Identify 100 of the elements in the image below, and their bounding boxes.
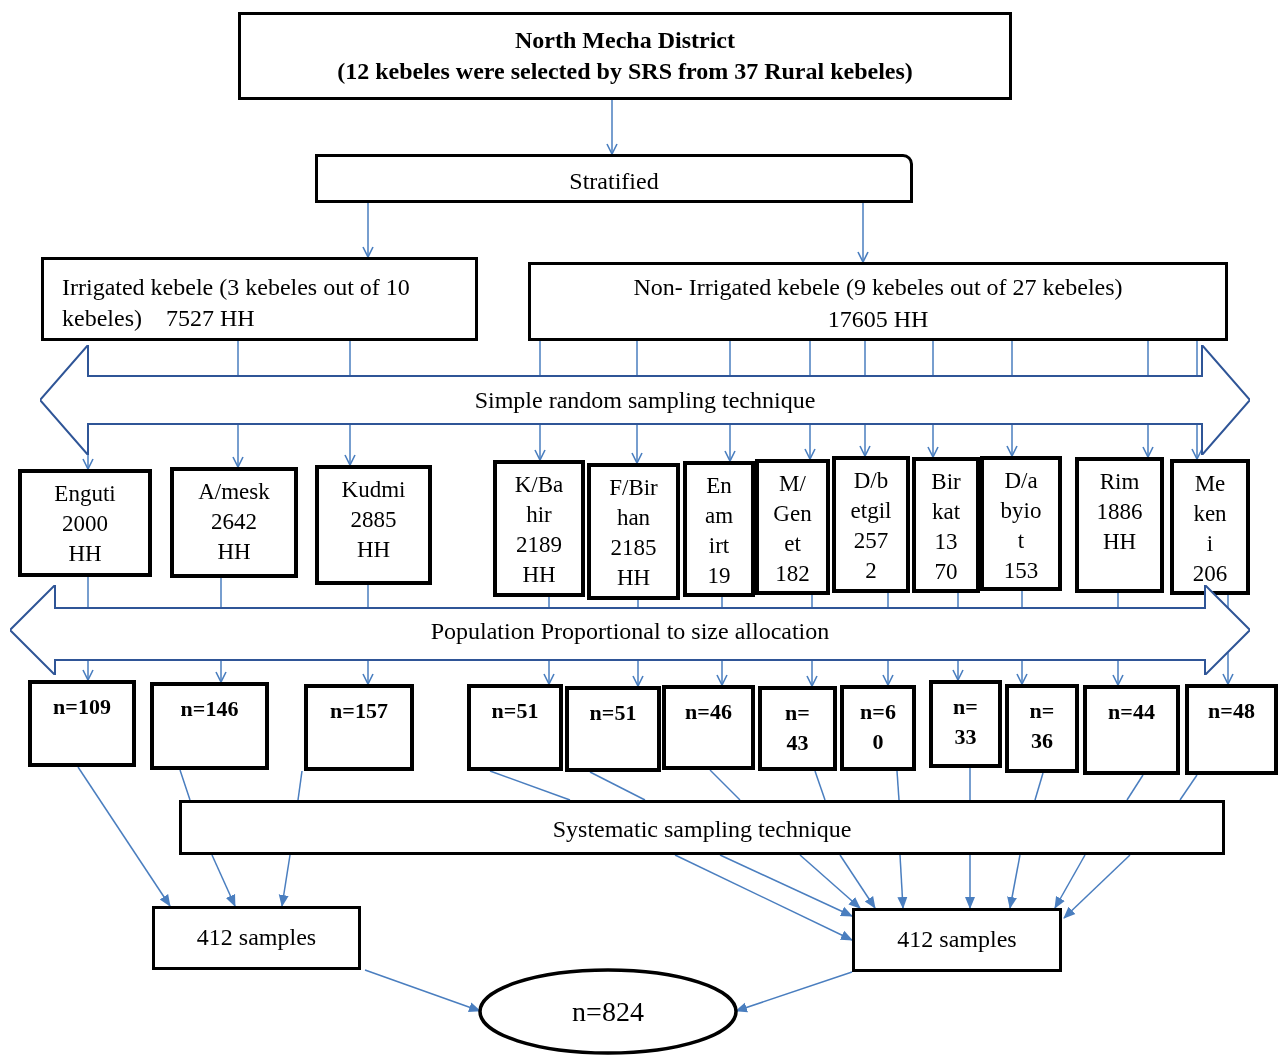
- node-label: n=51: [491, 697, 539, 725]
- node-label: Me ken i 206: [1192, 470, 1228, 588]
- sample-size-box: [929, 680, 1002, 768]
- arrow: [82, 659, 94, 681]
- arrow: [362, 659, 374, 685]
- node-label: Non- Irrigated kebele (9 kebeles out of 27 kebeles) 17605 HH: [632, 273, 1124, 334]
- node-label: n=46: [685, 698, 732, 726]
- node-label: n= 43: [785, 699, 810, 757]
- connector-line: [957, 592, 959, 609]
- node-label: n= 36: [1029, 697, 1055, 755]
- arrow: [952, 659, 964, 681]
- title-text: (12 kebeles were selected by SRS from 37 Rural kebeles): [337, 57, 913, 86]
- arrow: [965, 854, 975, 909]
- arrow: [1191, 423, 1203, 460]
- node-label: n=6 0: [860, 698, 896, 756]
- arrow: [719, 854, 853, 917]
- node-label: K/Ba hir 2189 HH: [514, 471, 564, 589]
- arrow: [1007, 854, 1021, 909]
- connector-line: [896, 770, 900, 801]
- node-label: n=824: [572, 996, 644, 1027]
- kebele-box: [170, 467, 298, 578]
- connector-line: [721, 596, 723, 609]
- arrow: [839, 854, 876, 909]
- process-box: [179, 800, 1225, 855]
- arrow: [632, 659, 644, 687]
- kebele-box: [683, 461, 755, 597]
- connector-line: [367, 584, 369, 609]
- arrow: [735, 971, 853, 1013]
- connector-line: [1147, 340, 1149, 377]
- node-label: n=48: [1208, 697, 1255, 725]
- kebele-box: [18, 469, 152, 577]
- kebele-box: [587, 463, 680, 600]
- connector-line: [814, 770, 826, 801]
- arrow: [859, 423, 871, 457]
- kebele-box: [493, 460, 585, 597]
- connector-line: [1196, 340, 1198, 377]
- arrow: [344, 423, 356, 466]
- arrow: [716, 659, 728, 686]
- sample-size-box: [28, 680, 136, 767]
- node-label: n=51: [589, 699, 637, 727]
- arrow: [82, 454, 94, 470]
- arrow: [631, 423, 643, 464]
- double-arrow-band: [40, 345, 1250, 455]
- connector-line: [589, 771, 646, 801]
- connector-line: [548, 596, 550, 609]
- node-label: En am irt 19: [704, 472, 734, 590]
- sample-size-box: [840, 685, 916, 771]
- connector-line: [237, 340, 239, 377]
- arrow: [857, 202, 869, 263]
- node-label: Bir kat 13 70: [931, 468, 961, 586]
- kebele-box: [912, 457, 980, 593]
- connector-line: [1227, 594, 1229, 609]
- connector-line: [1126, 774, 1144, 801]
- connector-line: [87, 576, 89, 609]
- node-label: D/a byio t 153: [1000, 467, 1042, 585]
- connector-line: [932, 340, 934, 377]
- node-label: Irrigated kebele (3 kebeles out of 10 kebeles) 7527 HH: [62, 273, 411, 333]
- node-label: n=157: [330, 697, 388, 725]
- node-label: n= 33: [953, 693, 978, 751]
- node-label: M/ Gen et 182: [773, 470, 812, 588]
- node-label: Stratified: [569, 167, 659, 195]
- arrow: [1112, 659, 1124, 686]
- connector-line: [349, 340, 351, 377]
- connector-line: [1179, 774, 1198, 801]
- connector-line: [809, 340, 811, 377]
- arrow: [232, 423, 244, 468]
- arrow: [543, 659, 555, 685]
- node-label: D/b etgil 257 2: [850, 467, 892, 585]
- arrow: [534, 423, 546, 461]
- connector-line: [887, 592, 889, 609]
- double-arrow-band: [10, 585, 1250, 675]
- connector-line: [637, 599, 639, 609]
- arrow: [1054, 854, 1086, 909]
- connector-line: [220, 577, 222, 609]
- connector-line: [1117, 592, 1119, 609]
- sample-size-box: [304, 684, 414, 771]
- connector-line: [179, 769, 191, 801]
- arrow: [927, 423, 939, 458]
- connector-line: [1034, 772, 1044, 801]
- arrow: [799, 854, 861, 909]
- title-text: North Mecha District: [515, 26, 735, 55]
- kebele-box: [1075, 457, 1164, 593]
- connector-line: [539, 340, 541, 377]
- connector-line: [297, 770, 303, 801]
- sample-box: [852, 908, 1062, 972]
- arrow: [215, 659, 227, 683]
- node-label: Enguti 2000 HH: [54, 480, 116, 568]
- sample-size-box: [1083, 685, 1180, 775]
- band-label: Simple random sampling technique: [474, 386, 816, 415]
- title-box: [238, 12, 1012, 100]
- node-label: 412 samples: [196, 923, 317, 951]
- arrow: [278, 854, 291, 907]
- sample-size-box: [565, 686, 661, 772]
- connector-line: [864, 340, 866, 377]
- band-label: Population Proportional to size allocation: [430, 617, 830, 646]
- arrow: [362, 202, 374, 258]
- arrow: [1142, 423, 1154, 458]
- node-label: Rim 1886 HH: [1096, 468, 1143, 556]
- process-box: [315, 154, 913, 203]
- arrow: [211, 854, 236, 907]
